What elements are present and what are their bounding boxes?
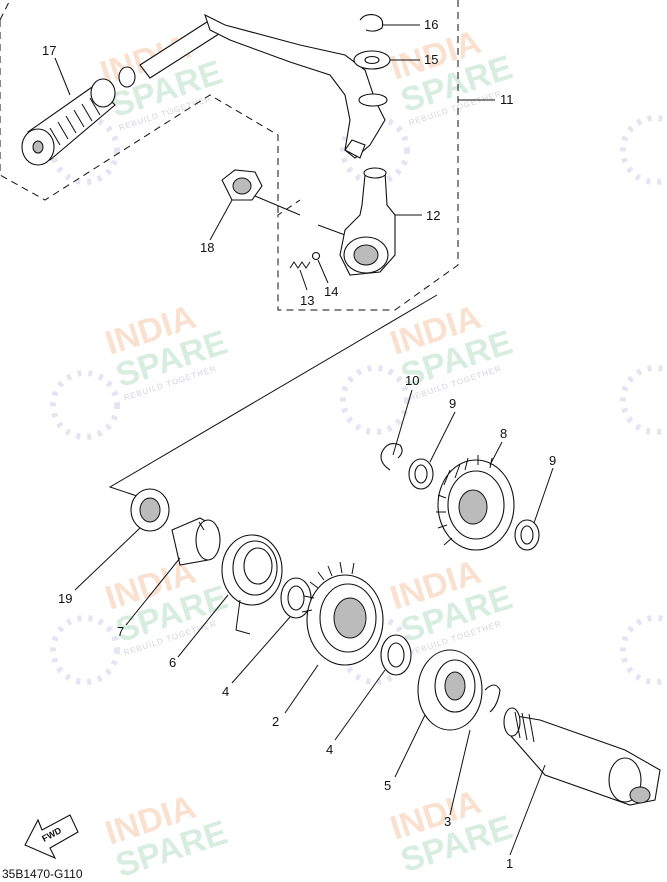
kick-shaft-1 bbox=[503, 707, 661, 806]
part-label-4b: 4 bbox=[326, 742, 333, 757]
part-label-9a: 9 bbox=[449, 396, 456, 411]
fwd-arrow-icon: FWD bbox=[24, 814, 79, 860]
torsion-spring-6 bbox=[221, 534, 283, 635]
grip-rubber bbox=[21, 78, 116, 166]
assembly-boundary-top bbox=[0, 0, 11, 21]
washer-4-lower bbox=[380, 634, 412, 676]
part-label-14: 14 bbox=[324, 284, 338, 299]
part-label-5: 5 bbox=[384, 778, 391, 793]
part-label-17: 17 bbox=[42, 43, 56, 58]
leader-lines bbox=[54, 24, 554, 856]
watermark-logo: INDIA SPARE REBUILD TOGETHER bbox=[101, 298, 232, 403]
clip-3 bbox=[484, 684, 501, 713]
leader-8 bbox=[489, 441, 503, 466]
kick-lever bbox=[139, 13, 388, 159]
leader-7 bbox=[125, 557, 181, 626]
part-label-19: 19 bbox=[58, 591, 72, 606]
grip-end-cap bbox=[118, 66, 136, 88]
gear-8 bbox=[436, 455, 515, 551]
gear-2 bbox=[301, 561, 384, 666]
part-label-7: 7 bbox=[117, 624, 124, 639]
oil-seal-19 bbox=[130, 488, 170, 532]
leader-9b bbox=[533, 467, 554, 524]
assembly-boundary-11 bbox=[277, 0, 459, 311]
part-label-18: 18 bbox=[200, 240, 214, 255]
leader-17 bbox=[54, 57, 71, 96]
leader-4b bbox=[334, 669, 386, 741]
part-label-4a: 4 bbox=[222, 684, 229, 699]
part-label-1: 1 bbox=[506, 856, 513, 871]
part-label-13: 13 bbox=[300, 293, 314, 308]
leader-19 bbox=[74, 527, 141, 591]
watermark-logo: INDIA SPARE bbox=[386, 783, 517, 880]
part-label-11: 11 bbox=[500, 92, 514, 107]
assembly-boundary-17 bbox=[0, 20, 279, 215]
leader-18 bbox=[209, 199, 233, 241]
leader-14 bbox=[317, 259, 329, 284]
washer-15 bbox=[353, 50, 391, 70]
part-label-15: 15 bbox=[424, 52, 438, 67]
watermark-logo: INDIA SPARE REBUILD TOGETHER bbox=[101, 553, 232, 658]
part-label-8: 8 bbox=[500, 426, 507, 441]
part-label-6: 6 bbox=[169, 655, 176, 670]
spring-13 bbox=[289, 261, 311, 269]
diagram-code: 35B1470-G110 bbox=[2, 867, 83, 881]
leader-5 bbox=[394, 714, 426, 778]
leader-10 bbox=[392, 389, 413, 456]
part-label-2: 2 bbox=[272, 714, 279, 729]
leader-2 bbox=[284, 664, 319, 714]
connection-lines bbox=[108, 195, 438, 498]
washer-9-lower bbox=[514, 519, 540, 551]
part-labels: 1 2 3 4 4 5 6 7 8 9 9 10 11 12 13 14 15 … bbox=[42, 17, 556, 871]
ratchet-5 bbox=[417, 649, 483, 731]
leader-13 bbox=[299, 269, 308, 291]
leader-6 bbox=[177, 594, 229, 658]
part-label-16: 16 bbox=[424, 17, 438, 32]
watermark-logo: INDIA SPARE bbox=[101, 788, 232, 882]
leader-3 bbox=[449, 729, 471, 816]
nut-18 bbox=[221, 169, 263, 201]
washer-9-upper bbox=[408, 458, 434, 490]
part-label-10: 10 bbox=[405, 373, 419, 388]
kick-boss bbox=[339, 167, 396, 276]
leader-9a bbox=[429, 411, 456, 463]
clip-16 bbox=[359, 14, 384, 32]
part-label-9b: 9 bbox=[549, 453, 556, 468]
part-label-12: 12 bbox=[426, 208, 440, 223]
leader-4a bbox=[231, 616, 291, 684]
part-label-3: 3 bbox=[444, 814, 451, 829]
leader-1 bbox=[509, 764, 546, 856]
assembly-outline bbox=[0, 0, 459, 311]
collar-7 bbox=[171, 517, 221, 566]
watermark-logo: INDIA SPARE REBUILD TOGETHER bbox=[386, 23, 517, 128]
washer-4-upper bbox=[280, 577, 312, 619]
clip-10 bbox=[380, 443, 403, 471]
ball-14 bbox=[311, 251, 321, 261]
